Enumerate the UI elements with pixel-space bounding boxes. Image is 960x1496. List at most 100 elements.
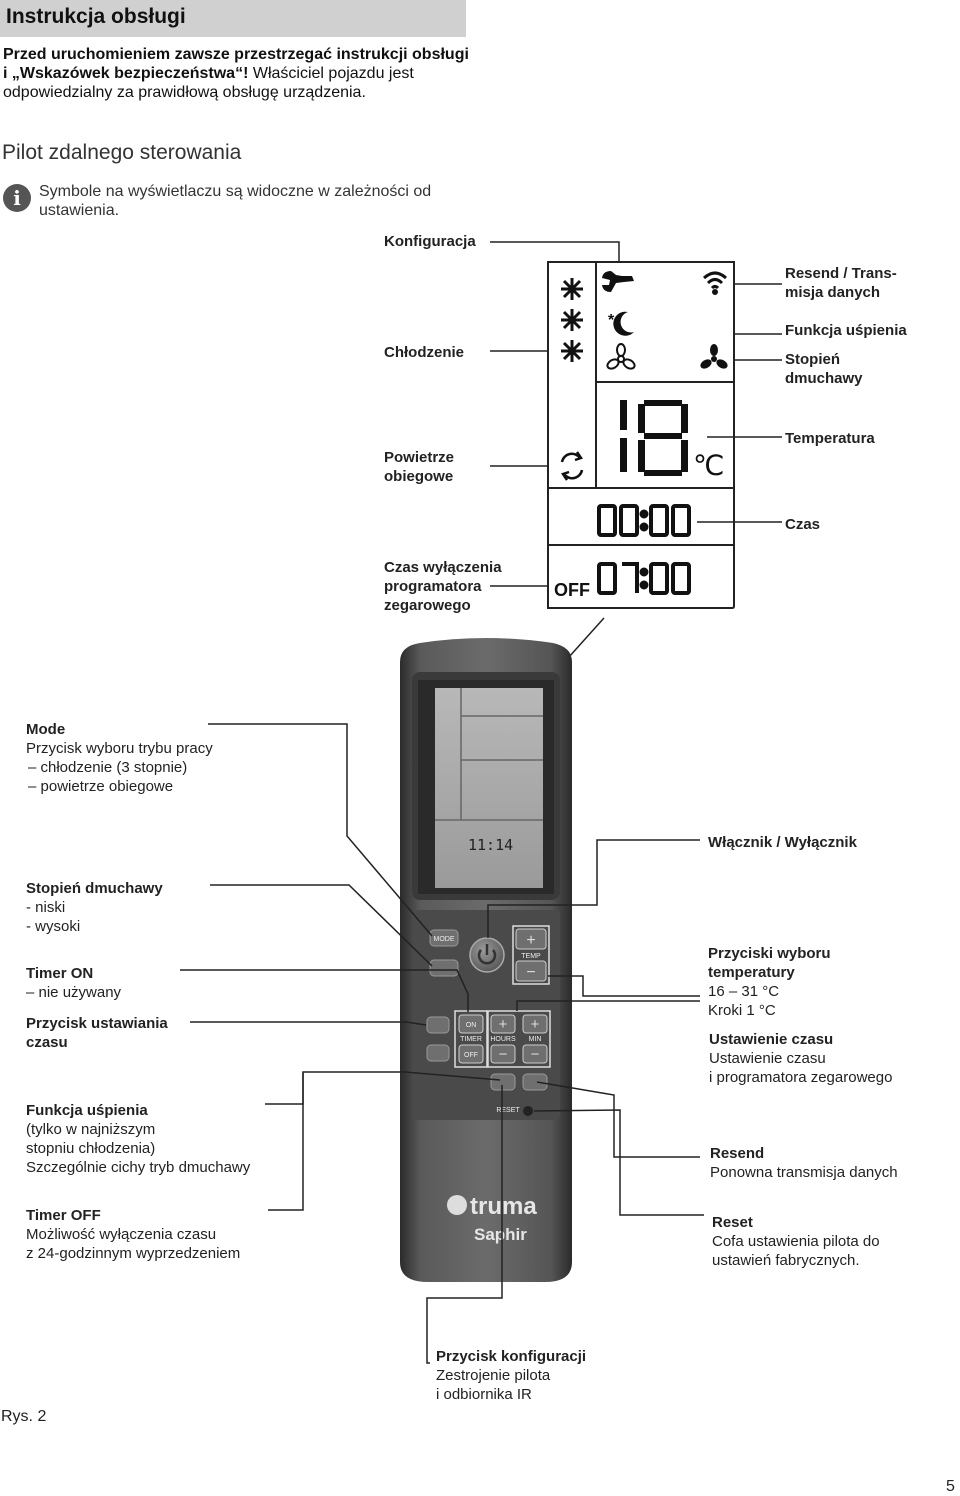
svg-text:−: − <box>499 1046 508 1063</box>
svg-text:*: * <box>608 312 615 329</box>
intro-bold: Przed uruchomieniem zawsze przestrzegać … <box>3 46 469 82</box>
label-sleep-title: Funkcja uśpienia <box>26 1102 148 1119</box>
remote-clock: 11:14 <box>468 836 513 854</box>
figure-label: Rys. 2 <box>1 1408 47 1425</box>
label-power: Włącznik / Wyłącznik <box>708 834 857 851</box>
remote-buttons: + − + + − − <box>426 928 548 1116</box>
label-timer-off-title: Timer OFF <box>26 1207 101 1224</box>
label-timer-on-title: Timer ON <box>26 965 94 982</box>
label-fan-line: - wysoki <box>26 918 81 935</box>
wifi-icon <box>702 271 728 295</box>
snowflake-icon <box>561 278 583 362</box>
page-title: Instrukcja obsługi <box>6 5 186 28</box>
label-czas-wyl-l2: programatora <box>384 578 482 595</box>
label-temp-select-l2: temperatury <box>708 964 795 981</box>
label-timer-off: Timer OFF Możliwość wyłączenia czasu z 2… <box>26 1206 240 1263</box>
label-mode-line: Przycisk wyboru trybu pracy <box>26 740 213 757</box>
label-set-time-button: Przycisk ustawiania czasu <box>26 1014 168 1052</box>
label-temp-select-line: 16 – 31 °C <box>708 983 780 1000</box>
label-mode-title: Mode <box>26 721 66 738</box>
label-resend-l2: misja danych <box>785 284 881 301</box>
fan-low-icon <box>606 343 636 370</box>
label-czas-wyl-l1: Czas wyłączenia <box>384 559 502 576</box>
off-time-digits <box>597 562 691 595</box>
label-resend-transmisja: Resend / Trans- misja danych <box>785 264 897 302</box>
label-time-set-title: Ustawienie czasu <box>709 1031 834 1048</box>
min-button-label: MIN <box>529 1036 542 1043</box>
label-funkcja-uspienia: Funkcja uśpienia <box>785 322 907 339</box>
label-fan-speed: Stopień dmuchawy - niski - wysoki <box>26 879 163 936</box>
info-text: Symbole na wyświetlaczu są widoczne w za… <box>39 183 432 219</box>
label-stopien-l2: dmuchawy <box>785 370 863 387</box>
label-temperatura: Temperatura <box>785 430 875 447</box>
label-reset-line: Cofa ustawienia pilota do <box>712 1233 880 1250</box>
label-reset-line: ustawień fabrycznych. <box>712 1252 860 1269</box>
label-fan-line: - niski <box>26 899 66 916</box>
label-resend: Resend Ponowna transmisja danych <box>710 1144 898 1182</box>
svg-text:−: − <box>526 964 535 981</box>
label-config-line: Zestrojenie pilota <box>436 1367 551 1384</box>
svg-text:+: + <box>531 1016 540 1033</box>
label-sleep: Funkcja uśpienia (tylko w najniższym sto… <box>26 1101 250 1177</box>
label-czas: Czas <box>785 516 821 533</box>
label-time-set-line: i programatora zegarowego <box>709 1069 893 1086</box>
intro-paragraph: Przed uruchomieniem zawsze przestrzegać … <box>3 45 473 102</box>
label-powietrze-l2: obiegowe <box>384 468 454 485</box>
label-powietrze: Powietrze obiegowe <box>384 448 454 486</box>
label-temp-select: Przyciski wyboru temperatury 16 – 31 °C … <box>708 944 831 1020</box>
label-temp-select-line: Kroki 1 °C <box>708 1002 776 1019</box>
on-button-label: ON <box>466 1022 477 1029</box>
label-set-time-l2: czasu <box>26 1034 68 1051</box>
off-label: OFF <box>554 580 590 600</box>
highlight-boxes <box>454 925 551 1068</box>
label-mode: Mode Przycisk wyboru trybu pracy – chłod… <box>26 720 213 796</box>
label-sleep-line: stopniu chłodzenia) <box>26 1140 156 1157</box>
label-timer-off-line: Możliwość wyłączenia czasu <box>26 1226 217 1243</box>
label-time-set-line: Ustawienie czasu <box>709 1050 826 1067</box>
section-title: Pilot zdalnego sterowania <box>2 141 242 164</box>
wrench-icon <box>602 271 634 292</box>
label-timer-on-line: – nie używany <box>26 984 122 1001</box>
page-number: 5 <box>946 1478 955 1495</box>
label-resend-title: Resend <box>710 1145 765 1162</box>
remote-leader-lines <box>180 723 704 1364</box>
lcd-diagram <box>547 261 735 609</box>
label-set-time-l1: Przycisk ustawiania <box>26 1015 168 1032</box>
label-resend-line: Ponowna transmisja danych <box>710 1164 898 1181</box>
label-config-title: Przycisk konfiguracji <box>436 1348 587 1365</box>
label-config-button: Przycisk konfiguracji Zestrojenie pilota… <box>436 1347 586 1404</box>
label-temp-select-l1: Przyciski wyboru <box>708 945 831 962</box>
temp-button-label: TEMP <box>521 953 541 960</box>
model-name: Saphir <box>474 1225 527 1244</box>
display-leader-lines <box>490 241 782 708</box>
svg-text:+: + <box>526 932 535 949</box>
label-timer-on: Timer ON – nie używany <box>26 964 121 1002</box>
temp-digits <box>620 400 688 476</box>
label-config-line: i odbiornika IR <box>436 1386 532 1403</box>
mode-button-label: MODE <box>434 936 455 943</box>
label-reset-title: Reset <box>712 1214 753 1231</box>
intro-normal: Właściciel pojazdu jest odpowiedzialny z… <box>3 65 414 101</box>
label-resend-l1: Resend / Trans- <box>785 265 897 282</box>
recirculation-icon <box>560 451 584 481</box>
info-icon: i <box>3 184 31 212</box>
label-time-set: Ustawienie czasu Ustawienie czasu i prog… <box>709 1030 892 1087</box>
label-czas-wyl-l3: zegarowego <box>384 597 471 614</box>
label-stopien-l1: Stopień <box>785 351 840 368</box>
label-mode-line: – powietrze obiegowe <box>28 778 174 795</box>
label-reset: Reset Cofa ustawienia pilota do ustawień… <box>712 1213 880 1270</box>
label-fan-title: Stopień dmuchawy <box>26 880 163 897</box>
off-button-label: OFF <box>464 1052 478 1059</box>
label-mode-line: – chłodzenie (3 stopnie) <box>28 759 188 776</box>
label-chlodzenie: Chłodzenie <box>384 344 465 361</box>
label-stopien-dmuchawy: Stopień dmuchawy <box>785 350 863 388</box>
label-sleep-line: (tylko w najniższym <box>26 1121 156 1138</box>
label-czas-wylaczenia: Czas wyłączenia programatora zegarowego <box>384 558 502 615</box>
clock-digits <box>597 504 691 537</box>
temp-unit: ℃ <box>693 449 724 482</box>
label-konfiguracja: Konfiguracja <box>384 233 476 250</box>
timer-button-label: TIMER <box>460 1036 482 1043</box>
truma-logo-icon <box>447 1195 467 1215</box>
label-timer-off-line: z 24-godzinnym wyprzedzeniem <box>26 1245 241 1262</box>
